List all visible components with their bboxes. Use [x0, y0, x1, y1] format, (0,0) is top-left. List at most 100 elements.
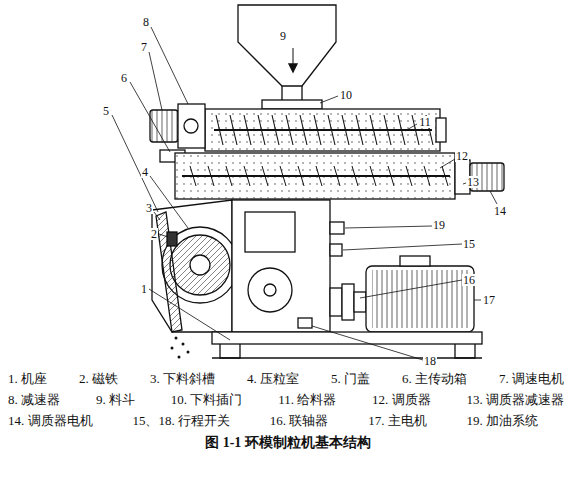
callout-number: 11 [418, 116, 432, 128]
callout-number: 13 [466, 176, 480, 188]
main-motor [372, 270, 468, 328]
gear-box [248, 268, 292, 312]
feeder [216, 115, 433, 145]
part-name: 8. 减速器 [8, 391, 60, 409]
oiling-system [330, 222, 344, 234]
coupling [330, 288, 342, 316]
callout-number: 15 [462, 238, 476, 250]
feeder [205, 109, 440, 151]
part-name: 2. 磁铁 [79, 370, 118, 388]
chute [156, 212, 182, 332]
speed-motor [150, 110, 178, 142]
pellets [178, 356, 181, 359]
limit-switch [298, 244, 342, 328]
part-name: 5. 门盖 [331, 370, 370, 388]
part-list-row: 14. 调质器电机 15、18. 行程开关 16. 联轴器 17. 主电机 19. 加油… [8, 412, 538, 430]
machine-base [212, 332, 482, 344]
feeder [205, 109, 440, 151]
slide-gate [262, 100, 322, 109]
hopper [282, 86, 302, 100]
machine-base [212, 357, 482, 358]
part-name: 4. 压粒室 [247, 370, 299, 388]
part-name: 16. 联轴器 [270, 412, 329, 430]
slide-gate [262, 100, 322, 109]
leader-line [154, 212, 160, 220]
hopper [289, 64, 297, 72]
leader-line [149, 52, 162, 110]
conditioner [175, 153, 455, 199]
callout-number: 10 [339, 89, 353, 101]
callout-number: 1 [140, 283, 148, 295]
gear-box [232, 200, 330, 332]
part-name: 12. 调质器 [372, 391, 431, 409]
magnet [167, 232, 177, 246]
part-name: 7. 调速电机 [499, 370, 564, 388]
door-cover [152, 200, 232, 332]
leader-line [345, 226, 432, 228]
callout-number: 14 [493, 205, 507, 217]
feeder [436, 118, 446, 142]
feeder [205, 109, 446, 151]
conditioner [182, 175, 450, 177]
leader-line [149, 289, 230, 340]
limit-switch [330, 244, 342, 256]
hopper [238, 5, 336, 100]
conditioner [175, 153, 455, 199]
part-name: 10. 下料插门 [171, 391, 243, 409]
leader-line [343, 244, 462, 250]
callout-number: 3 [145, 202, 153, 214]
door-cover [152, 200, 232, 332]
pellet-chamber [170, 235, 230, 295]
part-name: 6. 主传动箱 [402, 370, 467, 388]
pellets [171, 347, 174, 350]
leader-line [151, 27, 188, 104]
part-list-row: 8. 减速器 9. 料斗 10. 下料插门 11. 给料器 12. 调质器 13. 调质器… [8, 391, 564, 409]
conditioner [175, 153, 455, 199]
speed-motor [150, 110, 178, 142]
pellet-chamber [190, 255, 210, 275]
reducer [184, 119, 198, 133]
part-name: 17. 主电机 [368, 412, 427, 430]
leader-line [130, 82, 170, 152]
part-name: 15、18. 行程开关 [132, 412, 230, 430]
callout-number: 7 [140, 41, 148, 53]
part-name: 9. 料斗 [96, 391, 135, 409]
leader-line [405, 124, 417, 131]
main-motor [366, 266, 474, 332]
leader-line [159, 234, 168, 237]
callout-number: 2 [150, 228, 158, 240]
pellets [187, 351, 190, 354]
leader-line [312, 326, 423, 360]
leader-line [440, 159, 455, 168]
figure-caption: 图 1-1 环模制粒机基本结构 [205, 434, 371, 452]
callout-number: 9 [279, 30, 287, 42]
part-name: 14. 调质器电机 [8, 412, 93, 430]
callout-number: 5 [102, 105, 110, 117]
gear-box [264, 284, 276, 296]
oiling-system [330, 222, 344, 234]
coupling [342, 284, 354, 320]
pellets [171, 337, 190, 359]
main-motor [400, 256, 430, 266]
part-name: 11. 给料器 [278, 391, 336, 409]
chute [156, 212, 182, 332]
leader-line [474, 300, 481, 301]
part-name: 13. 调质器减速器 [466, 391, 564, 409]
pellets [175, 337, 178, 340]
callout-number: 8 [142, 16, 150, 28]
callout-number: 18 [423, 355, 437, 367]
leader-line [320, 96, 338, 103]
part-list-row: 1. 机座2. 磁铁3. 下料斜槽4. 压粒室5. 门盖6. 主传动箱7. 调速… [8, 370, 564, 388]
leader-line [112, 115, 158, 212]
coupling [330, 284, 366, 320]
leader-line [360, 280, 462, 298]
feeder [214, 129, 432, 131]
reducer [178, 104, 205, 148]
conditioner [190, 166, 448, 186]
pellets [182, 343, 185, 346]
gear-box [245, 212, 295, 252]
limit-switch [298, 318, 312, 328]
callout-number: 6 [120, 72, 128, 84]
leader-line [112, 27, 497, 360]
part-name: 19. 加油系统 [467, 412, 539, 430]
